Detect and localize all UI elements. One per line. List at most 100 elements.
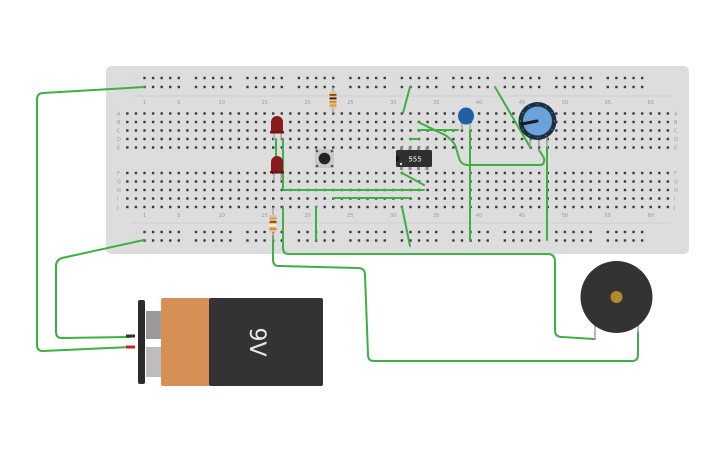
hole[interactable] [349, 129, 352, 132]
hole[interactable] [563, 188, 567, 192]
hole[interactable] [512, 171, 515, 175]
hole[interactable] [589, 188, 592, 192]
hole[interactable] [160, 180, 163, 183]
hole[interactable] [623, 171, 627, 175]
potentiometer[interactable] [518, 102, 557, 147]
rail-hole[interactable] [606, 230, 610, 234]
led-1[interactable] [270, 116, 284, 140]
hole[interactable] [580, 120, 584, 124]
hole[interactable] [186, 120, 189, 124]
rail-hole[interactable] [306, 230, 309, 234]
rail-hole[interactable] [194, 85, 198, 89]
hole[interactable] [572, 120, 575, 124]
hole[interactable] [392, 146, 395, 149]
hole[interactable] [623, 112, 627, 115]
rail-hole[interactable] [332, 230, 335, 234]
hole[interactable] [572, 180, 575, 183]
rail-hole[interactable] [469, 85, 472, 89]
rail-hole[interactable] [469, 76, 472, 80]
rail-hole[interactable] [254, 239, 258, 242]
hole[interactable] [151, 188, 155, 192]
hole[interactable] [666, 197, 670, 200]
hole[interactable] [477, 137, 481, 141]
rail-hole[interactable] [589, 85, 592, 89]
hole[interactable] [306, 171, 309, 175]
resistor-r2[interactable] [269, 207, 277, 240]
rail-hole[interactable] [520, 85, 524, 89]
hole[interactable] [374, 112, 378, 115]
hole[interactable] [289, 120, 292, 124]
hole[interactable] [417, 197, 421, 200]
hole[interactable] [143, 120, 146, 124]
hole[interactable] [263, 129, 266, 132]
hole[interactable] [512, 188, 515, 192]
rail-hole[interactable] [366, 230, 369, 234]
hole[interactable] [632, 137, 635, 141]
hole[interactable] [177, 188, 181, 192]
rail-hole[interactable] [426, 85, 429, 89]
hole[interactable] [658, 171, 661, 175]
hole[interactable] [246, 146, 249, 149]
hole[interactable] [314, 120, 318, 124]
hole[interactable] [203, 112, 206, 115]
rail-hole[interactable] [246, 239, 249, 242]
hole[interactable] [332, 146, 335, 149]
hole[interactable] [417, 205, 421, 209]
hole[interactable] [606, 146, 610, 149]
hole[interactable] [598, 146, 601, 149]
hole[interactable] [357, 112, 361, 115]
hole[interactable] [589, 197, 592, 200]
hole[interactable] [400, 129, 404, 132]
hole[interactable] [126, 171, 129, 175]
hole[interactable] [503, 171, 507, 175]
hole[interactable] [383, 205, 386, 209]
hole[interactable] [589, 171, 592, 175]
hole[interactable] [460, 171, 464, 175]
rail-hole[interactable] [409, 239, 412, 242]
hole[interactable] [134, 188, 138, 192]
hole[interactable] [194, 146, 198, 149]
hole[interactable] [443, 120, 446, 124]
hole[interactable] [314, 129, 318, 132]
hole[interactable] [589, 146, 592, 149]
rail-hole[interactable] [520, 239, 524, 242]
rail-hole[interactable] [486, 239, 489, 242]
rail-hole[interactable] [220, 85, 223, 89]
hole[interactable] [563, 146, 567, 149]
hole[interactable] [349, 180, 352, 183]
hole[interactable] [666, 188, 670, 192]
rail-hole[interactable] [297, 85, 301, 89]
rail-hole[interactable] [572, 76, 575, 80]
hole[interactable] [272, 188, 275, 192]
hole[interactable] [134, 146, 138, 149]
hole[interactable] [323, 171, 326, 175]
hole[interactable] [443, 112, 446, 115]
rail-hole[interactable] [512, 230, 515, 234]
hole[interactable] [477, 188, 481, 192]
hole[interactable] [220, 205, 223, 209]
hole[interactable] [520, 137, 524, 141]
hole[interactable] [366, 112, 369, 115]
hole[interactable] [400, 112, 404, 115]
rail-hole[interactable] [529, 85, 532, 89]
hole[interactable] [314, 146, 318, 149]
hole[interactable] [134, 180, 138, 183]
rail-hole[interactable] [151, 239, 155, 242]
hole[interactable] [640, 112, 644, 115]
hole[interactable] [486, 171, 489, 175]
rail-hole[interactable] [203, 76, 206, 80]
hole[interactable] [151, 171, 155, 175]
hole[interactable] [426, 112, 429, 115]
hole[interactable] [486, 197, 489, 200]
hole[interactable] [537, 197, 541, 200]
rail-hole[interactable] [537, 239, 541, 242]
rail-hole[interactable] [263, 230, 266, 234]
hole[interactable] [606, 137, 610, 141]
hole[interactable] [606, 120, 610, 124]
hole[interactable] [555, 171, 558, 175]
hole[interactable] [520, 188, 524, 192]
hole[interactable] [383, 171, 386, 175]
hole[interactable] [280, 205, 283, 209]
rail-hole[interactable] [486, 230, 489, 234]
hole[interactable] [306, 112, 309, 115]
